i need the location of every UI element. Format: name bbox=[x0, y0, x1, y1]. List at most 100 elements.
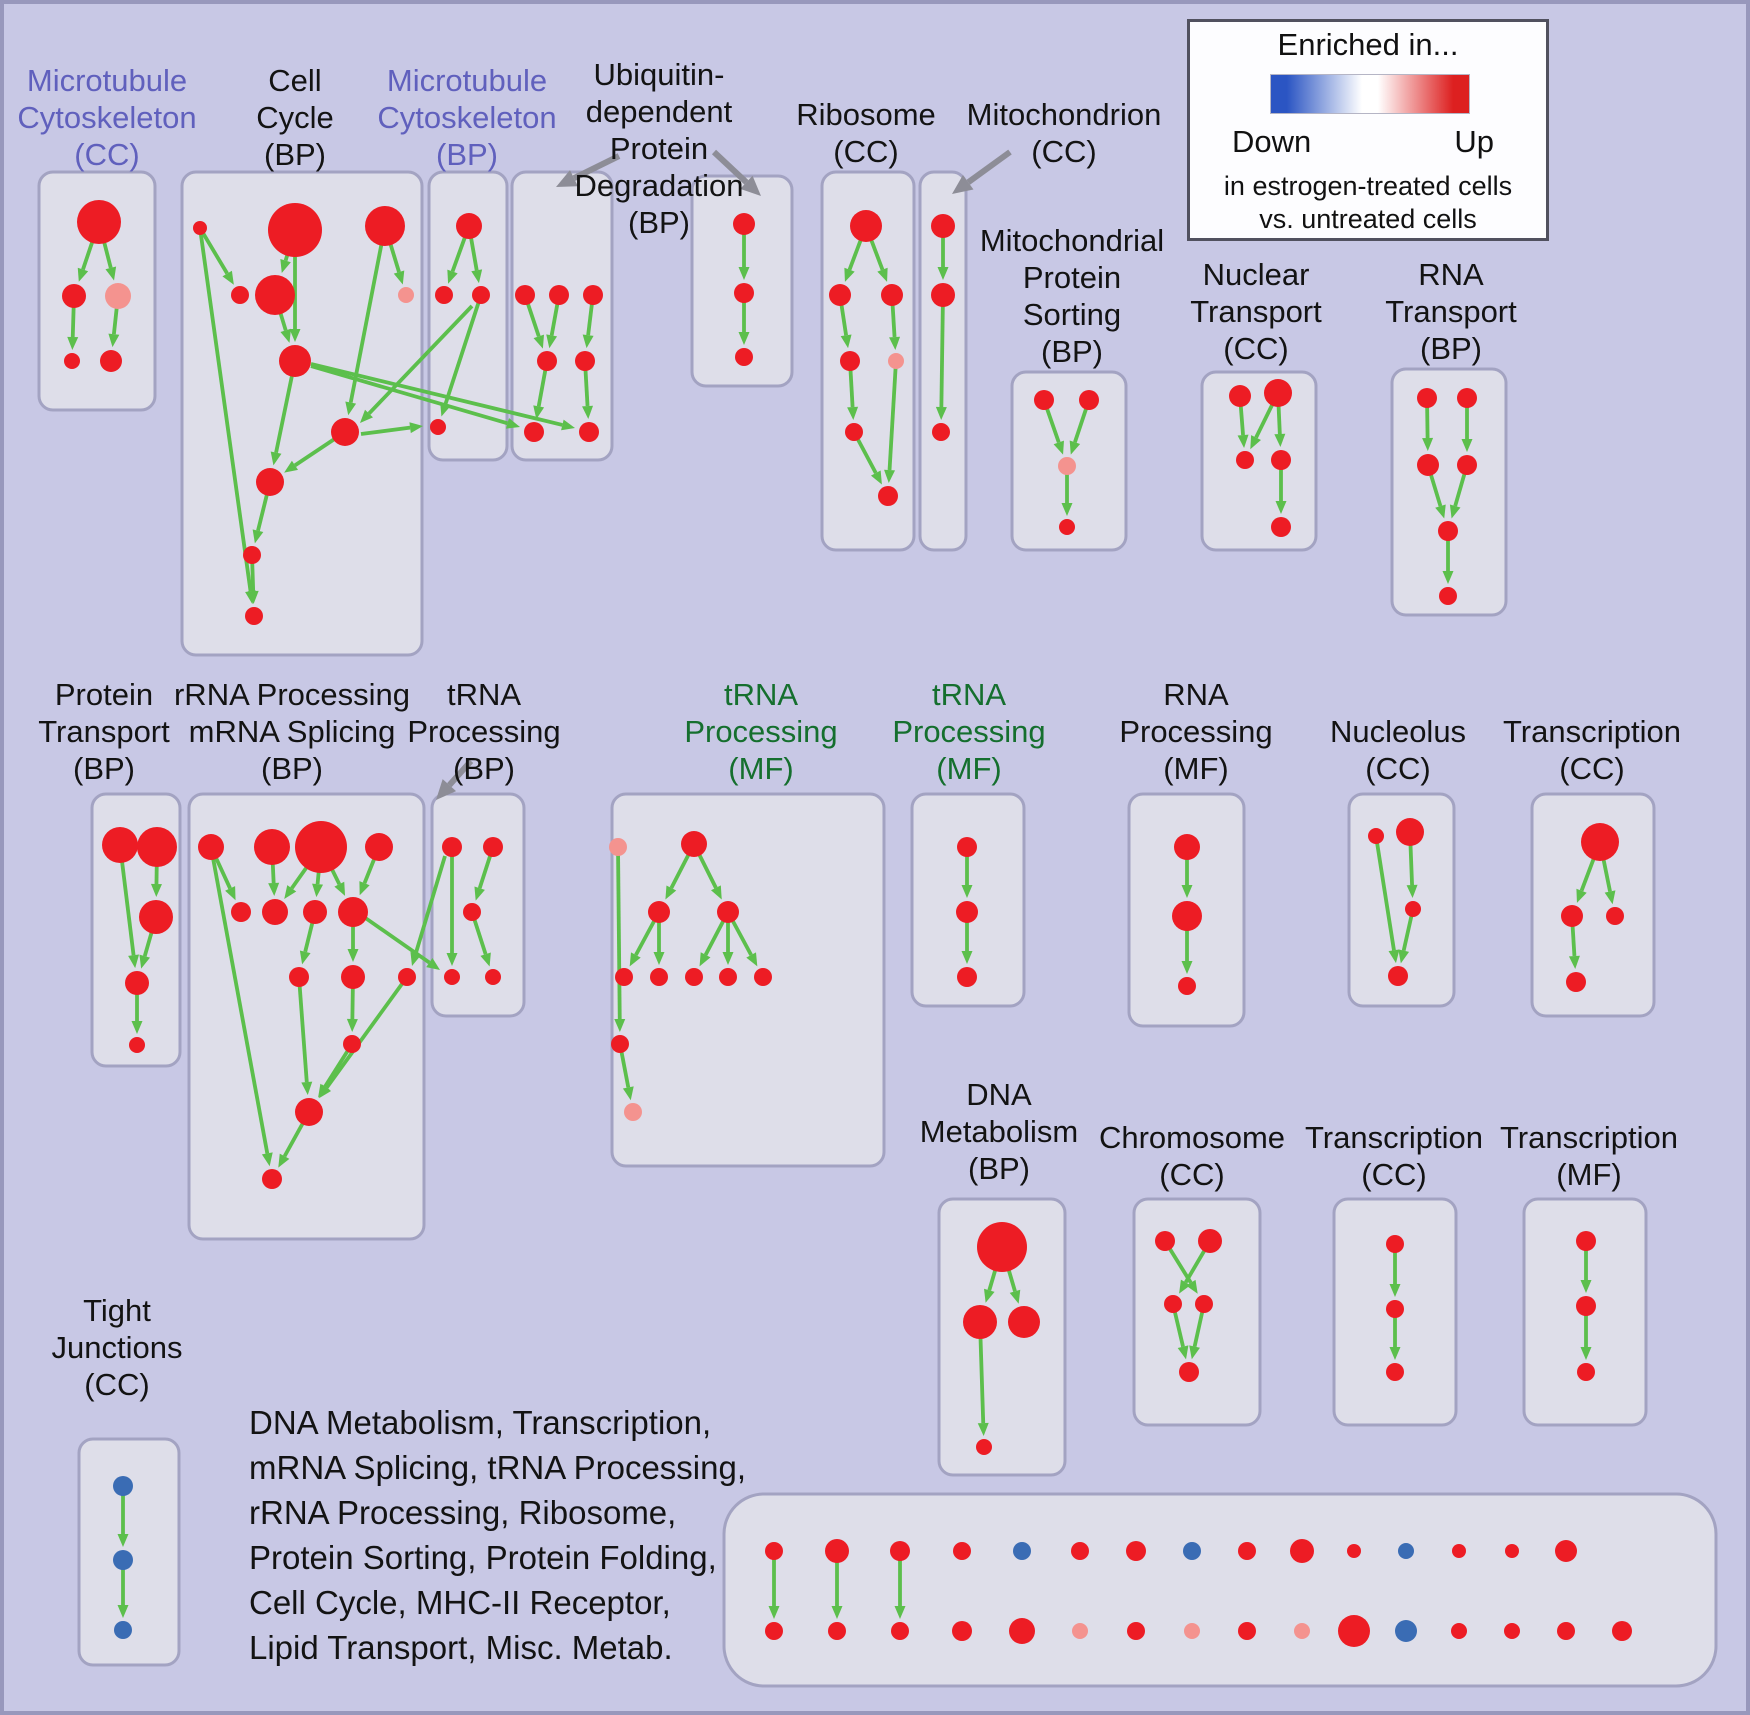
go-term-node bbox=[932, 423, 950, 441]
edge-line bbox=[939, 294, 945, 408]
go-term-node bbox=[549, 285, 569, 305]
cluster-label-microtubule-cytoskeleton-cc: Microtubule Cytoskeleton (CC) bbox=[17, 63, 197, 172]
edge-head bbox=[261, 1152, 273, 1167]
go-term-node bbox=[331, 418, 359, 446]
edge-head bbox=[131, 1021, 143, 1034]
annotation-arrow-line bbox=[447, 758, 474, 788]
cluster-label-dna-metabolism-bp: DNA Metabolism (BP) bbox=[919, 1077, 1079, 1186]
go-term-node bbox=[977, 1222, 1027, 1272]
go-term-node bbox=[243, 546, 261, 564]
go-term-node bbox=[231, 902, 251, 922]
edge-head bbox=[268, 882, 280, 897]
edge-head bbox=[877, 267, 888, 282]
edge-head bbox=[1398, 949, 1410, 964]
cluster-label-rna-processing-mf: RNA Processing (MF) bbox=[1119, 677, 1273, 786]
edge-head bbox=[1275, 501, 1287, 514]
go-term-node bbox=[102, 827, 138, 863]
cross-cluster-edge-head bbox=[561, 419, 575, 431]
go-term-node bbox=[825, 1539, 849, 1563]
go-term-node bbox=[717, 901, 739, 923]
cluster-label-trna-processing-bp: tRNA Processing (BP) bbox=[407, 677, 561, 786]
cluster-box-misc-clusters-box bbox=[722, 1492, 1718, 1688]
go-term-node bbox=[1174, 834, 1200, 860]
edge-head bbox=[1580, 1280, 1592, 1293]
go-term-node bbox=[430, 419, 446, 435]
go-term-node bbox=[1368, 828, 1384, 844]
edge-head bbox=[665, 885, 677, 900]
edge-head bbox=[359, 881, 370, 896]
go-term-node bbox=[1386, 1235, 1404, 1253]
edge-head bbox=[699, 952, 711, 967]
go-term-node bbox=[765, 1542, 783, 1560]
go-term-node bbox=[1557, 1622, 1575, 1640]
go-term-node bbox=[279, 345, 311, 377]
cluster-box-microtubule-cytoskeleton-cc bbox=[37, 170, 157, 412]
go-term-node bbox=[1457, 455, 1477, 475]
cluster-label-rrna-processing-mrna-splicing-bp: rRNA Processing mRNA Splicing (BP) bbox=[173, 677, 411, 786]
go-term-node bbox=[1179, 1362, 1199, 1382]
edge-head bbox=[345, 401, 357, 416]
go-term-node bbox=[231, 286, 249, 304]
edge-head bbox=[299, 950, 311, 965]
edge-head bbox=[1274, 433, 1286, 448]
edge-head bbox=[653, 952, 665, 965]
edge-head bbox=[1179, 1279, 1191, 1294]
misc-clusters-note: DNA Metabolism, Transcription, mRNA Spli… bbox=[249, 1404, 747, 1666]
go-term-node bbox=[341, 965, 365, 989]
edge-head bbox=[284, 460, 299, 473]
go-term-node bbox=[648, 901, 670, 923]
edge-head bbox=[1250, 435, 1261, 450]
go-term-node bbox=[1581, 823, 1619, 861]
go-term-node bbox=[956, 901, 978, 923]
go-term-node bbox=[1386, 1363, 1404, 1381]
edge-head bbox=[711, 885, 722, 900]
cluster-label-trna-processing-mf-2: tRNA Processing (MF) bbox=[892, 677, 1046, 786]
go-term-node bbox=[881, 284, 903, 306]
go-term-node bbox=[829, 284, 851, 306]
edge-head bbox=[937, 267, 949, 280]
go-term-node bbox=[77, 200, 121, 244]
go-term-node bbox=[1184, 1623, 1200, 1639]
edge-line bbox=[1374, 835, 1396, 951]
edge-head bbox=[1186, 1279, 1198, 1294]
go-term-node bbox=[1195, 1295, 1213, 1313]
go-term-node bbox=[1127, 1622, 1145, 1640]
edge-head bbox=[1406, 884, 1418, 899]
go-term-node bbox=[1178, 977, 1196, 995]
go-term-node bbox=[579, 422, 599, 442]
cluster-label-mitochondrial-protein-sorting-bp: Mitochondrial Protein Sorting (BP) bbox=[979, 223, 1165, 369]
go-term-node bbox=[100, 350, 122, 372]
go-term-node bbox=[256, 468, 284, 496]
go-term-node bbox=[1576, 1231, 1596, 1251]
cluster-label-rna-transport-bp: RNA Transport (BP) bbox=[1385, 257, 1517, 366]
edge-head bbox=[1449, 504, 1461, 519]
go-term-node bbox=[719, 968, 737, 986]
cross-cluster-edge-line bbox=[310, 364, 509, 426]
edge-head bbox=[984, 1288, 995, 1303]
edge-head bbox=[546, 334, 558, 349]
go-term-node bbox=[1439, 587, 1457, 605]
go-term-node bbox=[1238, 1542, 1256, 1560]
cross-cluster-edge-line bbox=[367, 304, 474, 415]
cluster-label-tight-junctions-cc: Tight Junctions (CC) bbox=[51, 1293, 183, 1402]
cluster-box-rna-transport-bp bbox=[1390, 367, 1508, 617]
go-term-node bbox=[524, 422, 544, 442]
edge-head bbox=[614, 1018, 626, 1033]
edge-head bbox=[961, 951, 973, 964]
edge-head bbox=[738, 332, 750, 345]
edge-head bbox=[252, 529, 264, 544]
cross-cluster-edge-head bbox=[360, 409, 373, 423]
edge-head bbox=[533, 405, 545, 420]
go-term-node bbox=[456, 213, 482, 239]
go-term-node bbox=[268, 203, 322, 257]
go-term-node bbox=[1058, 457, 1076, 475]
go-term-node bbox=[1386, 1300, 1404, 1318]
cluster-label-chromosome-cc: Chromosome (CC) bbox=[1098, 1120, 1286, 1192]
edge-head bbox=[1009, 1289, 1021, 1304]
go-term-node bbox=[1271, 450, 1291, 470]
go-term-node bbox=[64, 353, 80, 369]
edge-head bbox=[722, 952, 734, 965]
go-term-node bbox=[891, 1622, 909, 1640]
edge-head bbox=[222, 270, 234, 285]
go-term-node bbox=[113, 1550, 133, 1570]
